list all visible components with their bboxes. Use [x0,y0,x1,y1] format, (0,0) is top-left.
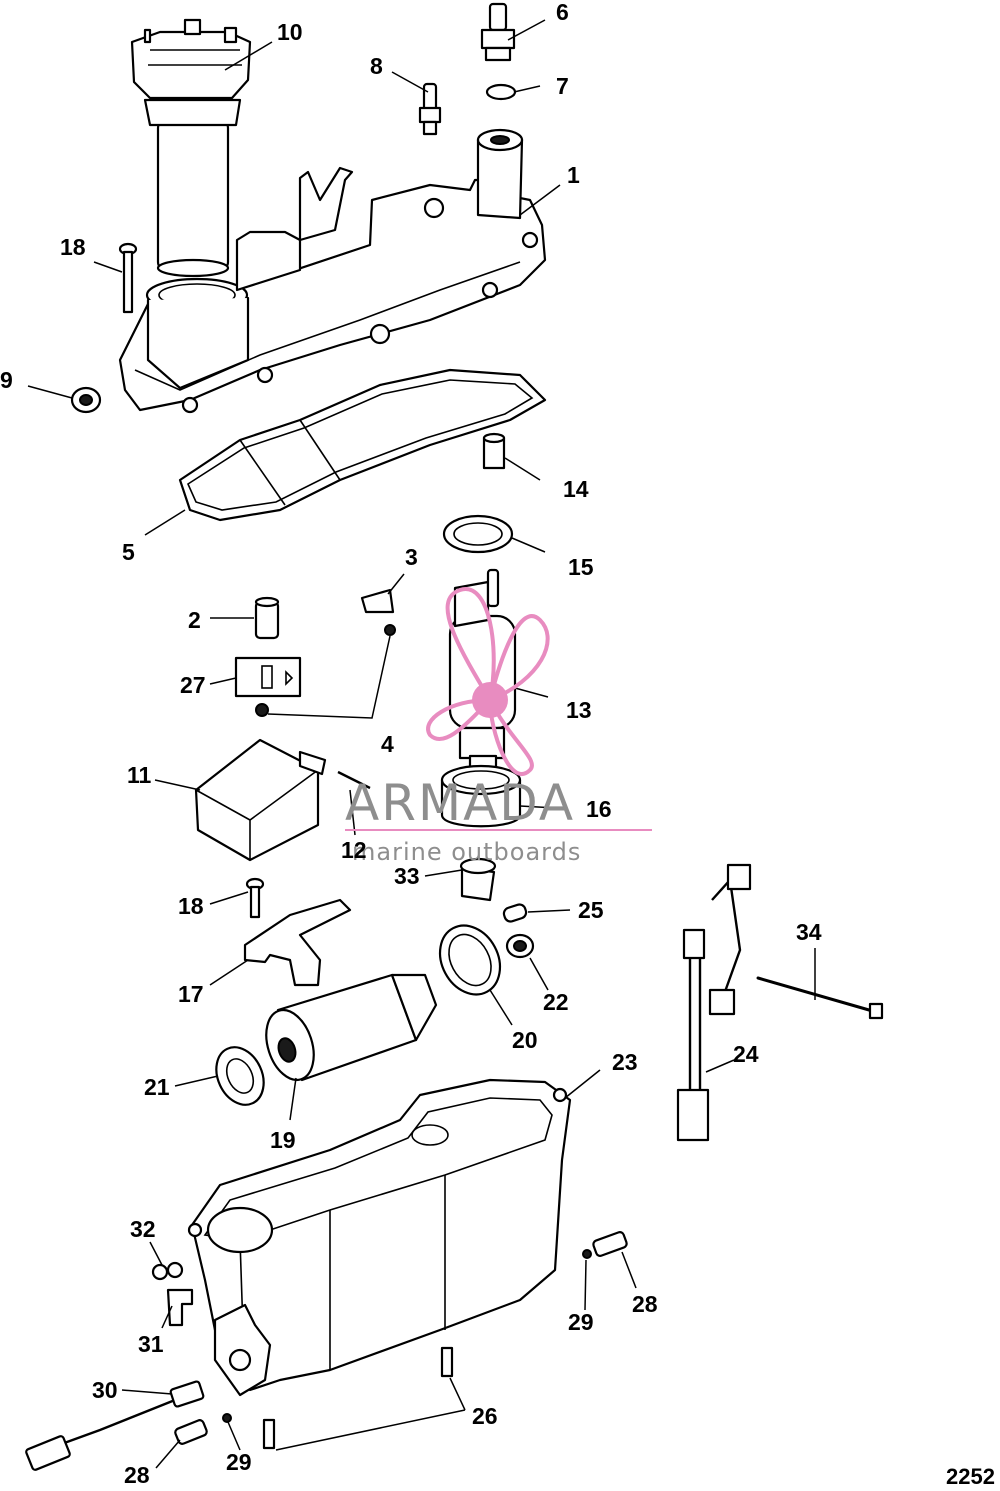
part-5-gasket [178,368,547,522]
part-32-o-rings [151,1261,184,1281]
part-4-screw [255,703,269,717]
callout-9: 9 [0,367,13,393]
part-16-ring [440,764,522,828]
part-17-bracket [243,898,352,987]
part-29-o-ring [222,1413,232,1423]
callout-10: 10 [277,19,303,45]
part-1-top-cover [118,128,547,414]
part-26-studs [262,1346,454,1450]
callout-13: 13 [566,697,592,723]
callout-5: 5 [122,539,135,565]
part-20-ring [438,924,502,996]
part-11-module [194,738,327,862]
callout-6: 6 [556,0,569,25]
callout-23: 23 [612,1049,638,1075]
part-18-screw-upper [118,242,138,314]
part-29-o-ring [582,1249,592,1259]
part-7-washer [485,83,517,101]
callout-2: 2 [188,607,201,633]
watermark-brand: ARMADA [345,774,575,832]
callout-30: 30 [92,1377,118,1403]
callout-25: 25 [578,897,604,923]
figure-number: 2252 [946,1464,995,1489]
callout-15: 15 [568,554,594,580]
callout-1: 1 [567,162,580,188]
watermark: ARMADA marine outboards [345,587,652,866]
part-33-cap [459,857,497,902]
callout-33: 33 [394,863,420,889]
callout-29-right: 29 [568,1309,594,1335]
callout-28-right: 28 [632,1291,658,1317]
part-12-pin [337,770,371,790]
part-3-clip [360,588,395,614]
part-24-harness [676,863,752,1142]
part-30-sensor [25,1380,205,1471]
part-15-ring [442,514,514,554]
part-31-elbow [166,1288,194,1327]
callout-27: 27 [180,672,206,698]
part-27-fuse-box [234,656,302,698]
callout-18-upper: 18 [60,234,86,260]
callout-26: 26 [472,1403,498,1429]
part-28-fitting-right [592,1231,628,1257]
part-23-lower-housing [187,1078,572,1397]
part-14-sleeve [482,432,506,470]
part-22-plug [505,933,535,959]
callout-18-lower: 18 [178,893,204,919]
callout-14: 14 [563,476,589,502]
callout-34: 34 [796,919,822,945]
callout-17: 17 [178,981,204,1007]
callout-16: 16 [586,796,612,822]
callout-20: 20 [512,1027,538,1053]
part-9-grommet [70,386,102,414]
leader-lines [27,19,816,1469]
callout-11: 11 [127,762,152,788]
part-21-washer [215,1046,265,1106]
callout-12: 12 [341,837,367,863]
callout-21: 21 [144,1074,170,1100]
callout-28-left: 28 [124,1462,150,1488]
part-10-filter-canister [130,18,252,278]
callout-7: 7 [556,73,569,99]
callout-3: 3 [405,544,418,570]
callout-31: 31 [138,1331,164,1357]
part-6-fitting [480,2,516,62]
part-25-sleeve [502,903,528,923]
part-28-fitting-left [174,1419,208,1445]
part-4-screw [384,624,396,636]
propeller-icon [426,587,550,776]
watermark-tagline: marine outboards [352,838,581,866]
part-2-connector [254,596,280,640]
part-8-fitting [418,82,442,136]
callout-29-left: 29 [226,1449,252,1475]
part-18-screw-lower [245,877,265,919]
part-34-cable-tie [756,976,884,1020]
callout-32: 32 [130,1216,156,1242]
part-19-fuel-pump-lower [265,973,438,1082]
callout-24: 24 [733,1041,759,1067]
callout-22: 22 [543,989,569,1015]
callout-19: 19 [270,1127,296,1153]
callout-4: 4 [381,731,394,757]
callout-8: 8 [370,53,383,79]
